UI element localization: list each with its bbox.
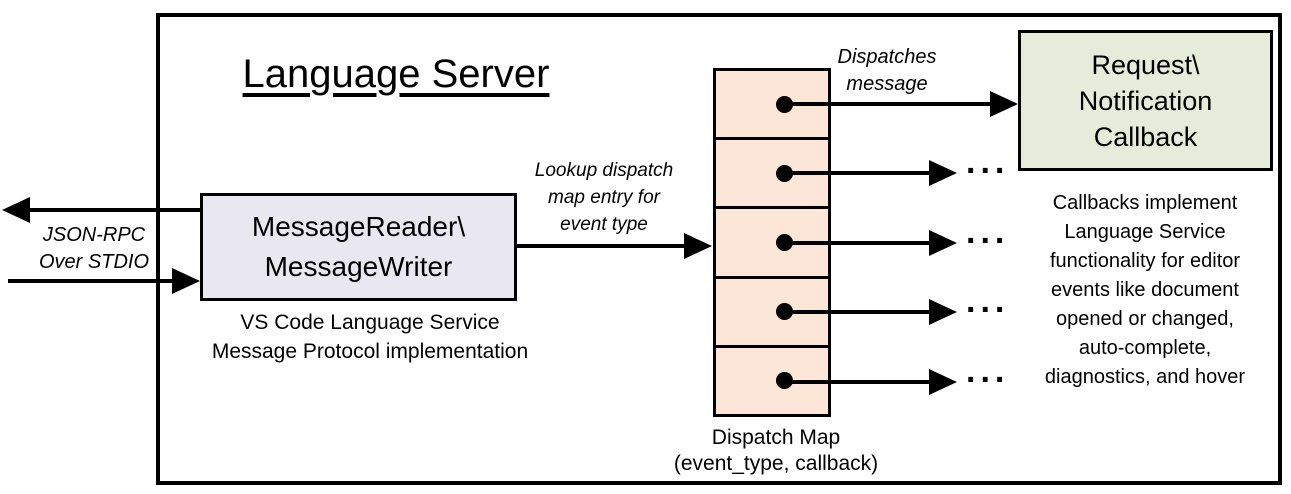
dispatch-arrow-5-head-icon <box>929 369 957 395</box>
entry-dot-icon <box>776 234 793 251</box>
jsonrpc-stdio-label: JSON-RPC Over STDIO <box>38 224 149 273</box>
dispatch-arrow-1-line <box>792 102 992 106</box>
dispatch-map-cell <box>716 140 828 210</box>
dispatch-map-cell <box>716 209 828 279</box>
dispatch-arrow-4-head-icon <box>929 299 957 325</box>
entry-dot-icon <box>776 164 793 182</box>
dispatches-message-label: Dispatches message <box>837 46 937 95</box>
dispatch-arrow-2-head-icon <box>929 160 957 186</box>
lookup-arrow-line <box>517 244 687 248</box>
callbacks-note: Callbacks implement Language Service fun… <box>1044 192 1246 388</box>
lookup-arrowhead-icon <box>684 233 712 259</box>
ellipsis-label: ... <box>966 213 1010 251</box>
ellipsis-label: ... <box>966 352 1010 390</box>
dispatch-map-cell <box>716 71 828 141</box>
stdio-in-arrow-line <box>8 279 175 283</box>
entry-dot-icon <box>776 95 793 113</box>
dispatch-map-caption: Dispatch Map (event_type, callback) <box>673 426 879 475</box>
dispatch-arrow-1-head-icon <box>990 91 1018 117</box>
dispatch-map-cell <box>716 348 828 414</box>
request-notification-callback-box: Request\ Notification Callback <box>1018 30 1273 171</box>
dispatch-arrow-3-head-icon <box>929 230 957 256</box>
stdio-out-arrow-line <box>18 208 203 212</box>
stdio-out-arrowhead-icon <box>2 197 30 223</box>
reader-caption: VS Code Language Service Message Protoco… <box>211 311 529 363</box>
dispatch-arrow-2-line <box>792 171 929 175</box>
dispatch-arrow-4-line <box>792 310 929 314</box>
lookup-label: Lookup dispatch map entry for event type <box>534 160 674 235</box>
dispatch-arrow-5-line <box>792 380 929 384</box>
diagram-title: Language Server <box>242 52 550 96</box>
language-server-box <box>156 13 1282 485</box>
ellipsis-label: ... <box>966 143 1010 181</box>
dispatch-map-cell <box>716 279 828 348</box>
message-reader-writer-box: MessageReader\ MessageWriter <box>200 193 517 301</box>
ellipsis-label: ... <box>966 282 1010 320</box>
entry-dot-icon <box>776 303 793 321</box>
stdio-in-arrowhead-icon <box>172 268 200 294</box>
dispatch-arrow-3-line <box>792 241 929 245</box>
entry-dot-icon <box>776 372 793 390</box>
